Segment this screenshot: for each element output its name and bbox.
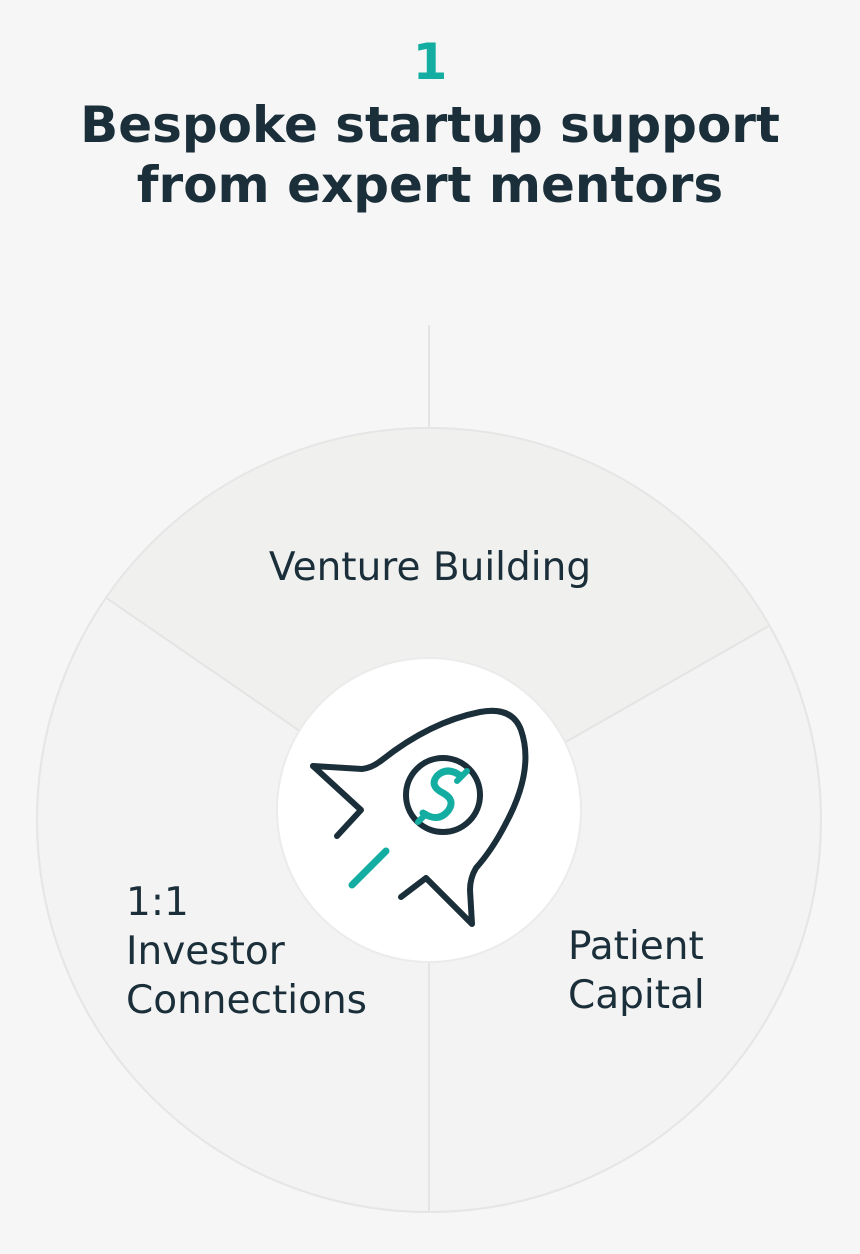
label-line: Patient [568,924,704,969]
segment-venture-building [106,427,770,820]
label-line: Connections [126,978,367,1023]
wheel-outer-ring [36,427,822,1213]
title-line-2: from expert mentors [136,156,724,214]
label-line: 1:1 [126,880,189,925]
title-line-1: Bespoke startup support [80,96,780,154]
segment-label-patient-capital: Patient Capital [568,922,705,1020]
label-line: Capital [568,973,705,1018]
rocket-dollar-icon [310,707,529,927]
segment-label-venture-building: Venture Building [268,545,592,590]
label-line: Investor [126,929,285,974]
page-title: Bespoke startup support from expert ment… [0,95,860,215]
segment-label-investor-connections: 1:1 Investor Connections [126,878,367,1025]
step-number: 1 [412,33,448,91]
